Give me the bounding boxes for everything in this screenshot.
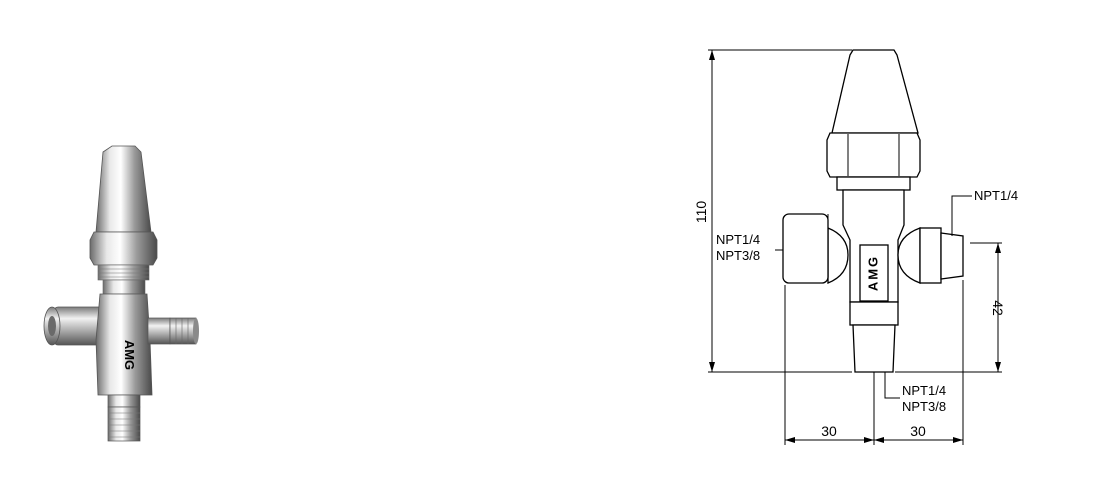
photo-brand-marking: AMG	[122, 340, 137, 370]
photo-bottom-port	[107, 394, 141, 442]
drawing-hex-nut	[826, 132, 921, 178]
photo-body	[95, 293, 153, 396]
label-left-port-line1: NPT1/4	[716, 232, 760, 247]
photo-cap	[95, 145, 152, 233]
drawing-brand-box	[859, 244, 889, 302]
photo-left-port	[43, 306, 105, 346]
technical-drawing: AMG	[680, 0, 1109, 496]
photo-threads	[97, 264, 150, 281]
dimension-height: 110	[693, 201, 709, 224]
valve-outline: AMG	[782, 49, 964, 373]
dimension-right-width: 30	[910, 423, 926, 439]
dimension-port-height: 42	[990, 300, 1006, 316]
label-bottom-port-line1: NPT1/4	[902, 383, 946, 398]
drawing-brand-label: AMG	[865, 255, 880, 291]
drawing-left-port	[782, 213, 849, 284]
drawing-neck	[836, 176, 911, 191]
label-left-port-line2: NPT3/8	[716, 248, 760, 263]
drawing-cap	[831, 49, 919, 134]
label-bottom-port-line2: NPT3/8	[902, 399, 946, 414]
valve-dimension-drawing: AMG	[693, 49, 1018, 445]
valve-photo-illustration: AMG	[43, 145, 199, 442]
drawing-bottom-port	[849, 301, 899, 373]
drawing-right-port	[897, 227, 964, 284]
photo-hex-nut	[89, 231, 158, 266]
label-right-port: NPT1/4	[974, 188, 1018, 203]
dimension-left-width: 30	[821, 423, 837, 439]
photo-right-port	[147, 317, 199, 345]
dimension-lines	[708, 49, 1002, 445]
product-photo: AMG	[0, 0, 300, 496]
